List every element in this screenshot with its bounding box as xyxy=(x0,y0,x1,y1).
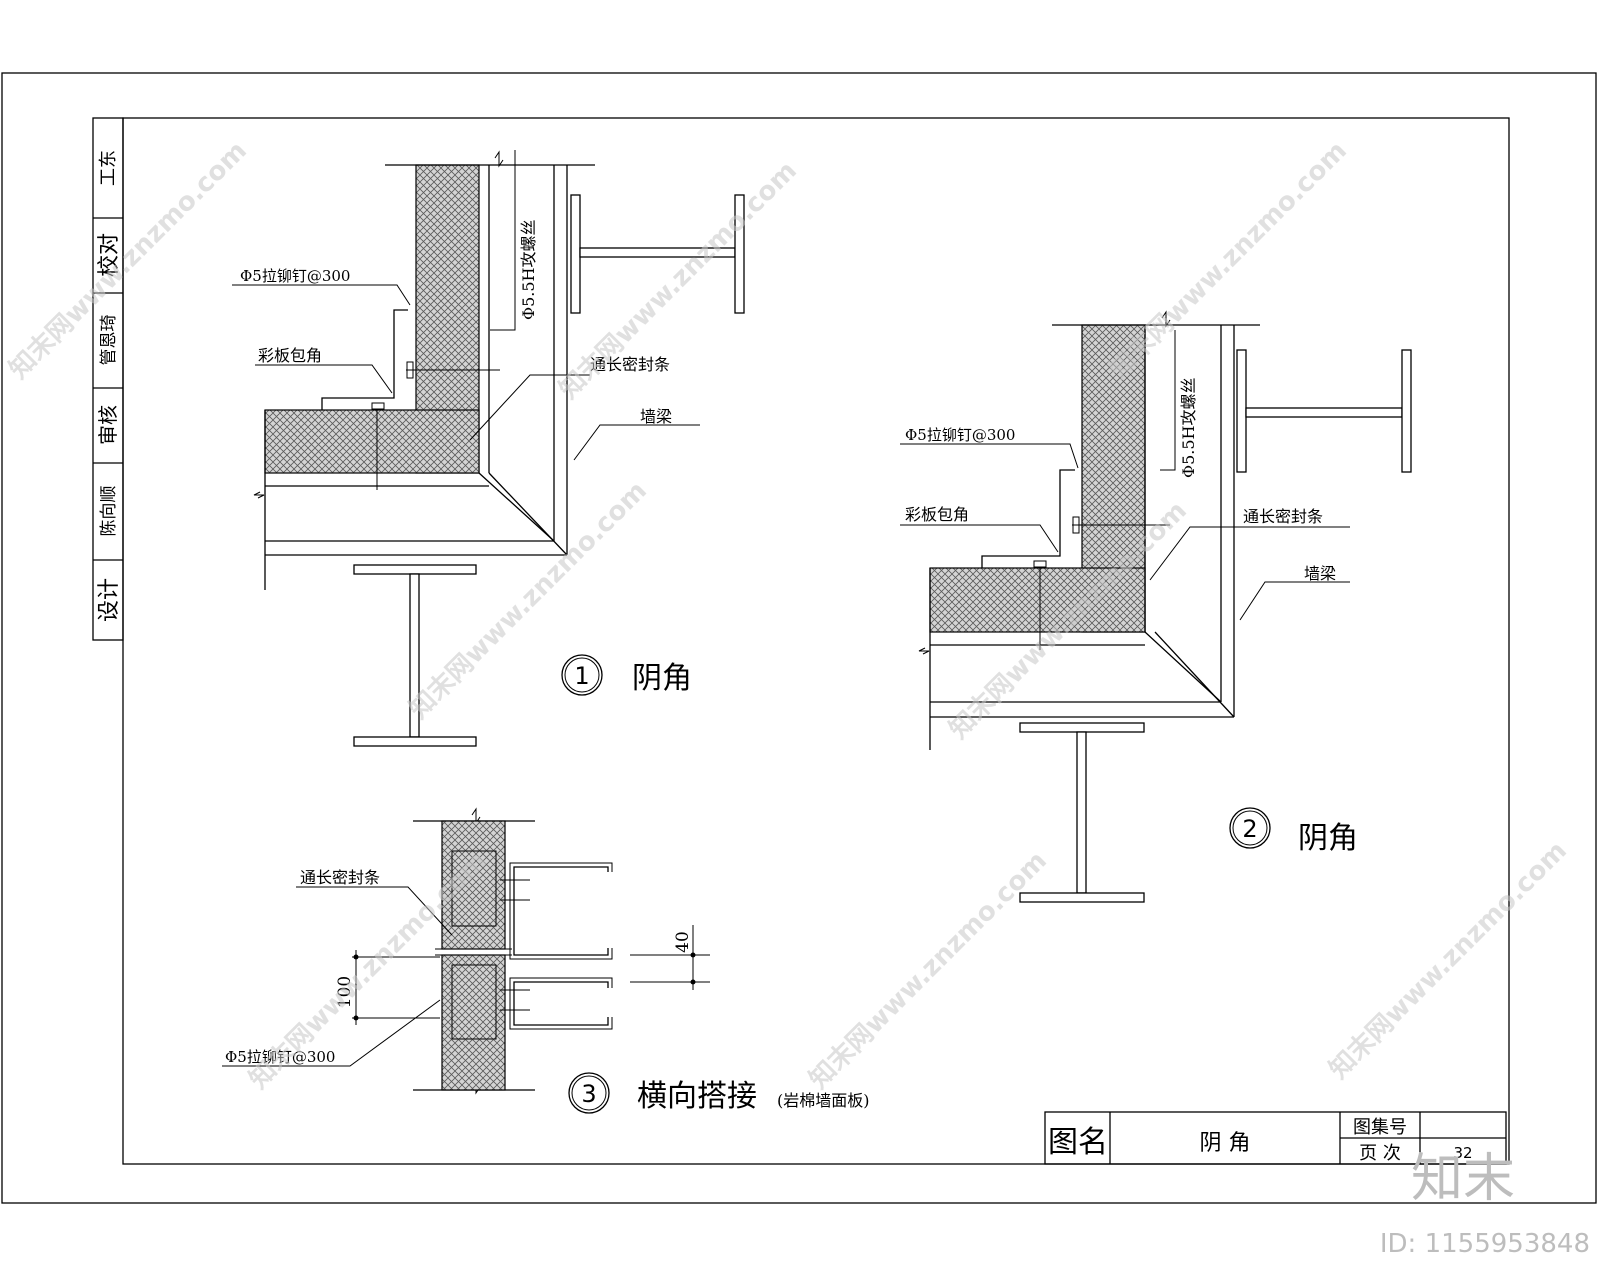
title-page-value: 32 xyxy=(1453,1144,1472,1162)
d2-corner-label: 彩板包角 xyxy=(905,505,969,524)
detail-3: 100 40 通长密封条 Φ5拉铆钉@300 3 横向搭接 (岩棉墙面板) xyxy=(222,807,870,1114)
d3-dim-40: 40 xyxy=(673,931,693,953)
side-block: 工东 校对 管恩琦 审核 陈向顺 设计 xyxy=(92,117,124,641)
d3-number: 3 xyxy=(581,1080,596,1108)
d2-title: 阴角 xyxy=(1298,821,1358,856)
d3-dim-100: 100 xyxy=(335,976,355,1008)
brand-id: ID: 1155953848 xyxy=(1380,1229,1590,1259)
title-block: 图名 阴 角 图集号 页 次 32 xyxy=(1044,1111,1507,1165)
detail-2: Φ5拉铆钉@300 彩板包角 通长密封条 墙梁 Φ5.5H攻螺丝 2 阴角 xyxy=(900,310,1412,903)
d1-number: 1 xyxy=(574,662,589,690)
title-page-label: 页 次 xyxy=(1359,1143,1401,1164)
brand-logo: 知末 xyxy=(1411,1149,1515,1209)
d3-title: 横向搭接 xyxy=(637,1079,757,1114)
d1-corner-label: 彩板包角 xyxy=(258,346,322,365)
d1-girt-label: 墙梁 xyxy=(640,407,672,426)
d1-screw-label: Φ5.5H攻螺丝 xyxy=(519,219,538,320)
watermark-7: 知末网www.znzmo.com xyxy=(804,846,1053,1095)
d1-title: 阴角 xyxy=(632,661,692,696)
watermark-1: 知末网www.znzmo.com xyxy=(4,136,253,385)
side-row-5: 陈向顺 xyxy=(99,486,119,537)
d1-horizontal-panel xyxy=(264,409,480,474)
side-row-2: 校对 xyxy=(97,233,122,277)
side-row-6: 设计 xyxy=(97,578,122,622)
watermark-8: 知末网www.znzmo.com xyxy=(1324,836,1573,1085)
d2-seal-label: 通长密封条 xyxy=(1243,507,1323,526)
d2-girt-label: 墙梁 xyxy=(1304,564,1336,583)
inner-frame xyxy=(122,117,1510,1165)
side-row-1: 工东 xyxy=(98,150,119,186)
detail-1: Φ5拉铆钉@300 彩板包角 通长密封条 墙梁 Φ5.5H攻螺丝 1 阴角 xyxy=(232,150,745,747)
title-name-label: 图名 xyxy=(1048,1125,1108,1160)
title-atlas-label: 图集号 xyxy=(1353,1117,1407,1138)
watermark-2: 知末网www.znzmo.com xyxy=(404,476,653,725)
watermark-5: 知末网www.znzmo.com xyxy=(1104,136,1353,385)
outer-frame xyxy=(1,72,1597,1204)
title-name-value: 阴 角 xyxy=(1200,1131,1251,1156)
d1-rivet-label: Φ5拉铆钉@300 xyxy=(240,267,350,285)
d3-seal-label: 通长密封条 xyxy=(300,868,380,887)
d1-seal-label: 通长密封条 xyxy=(590,355,670,374)
d2-number: 2 xyxy=(1242,815,1257,843)
watermark-3: 知末网www.znzmo.com xyxy=(554,156,803,405)
d2-horizontal-panel xyxy=(929,567,1146,633)
side-row-3: 管恩琦 xyxy=(99,315,119,366)
side-row-4: 审核 xyxy=(96,405,120,445)
d3-rivet-label: Φ5拉铆钉@300 xyxy=(225,1048,335,1066)
d2-rivet-label: Φ5拉铆钉@300 xyxy=(905,426,1015,444)
d3-subtitle: (岩棉墙面板) xyxy=(777,1091,870,1110)
d2-screw-label: Φ5.5H攻螺丝 xyxy=(1179,377,1198,478)
